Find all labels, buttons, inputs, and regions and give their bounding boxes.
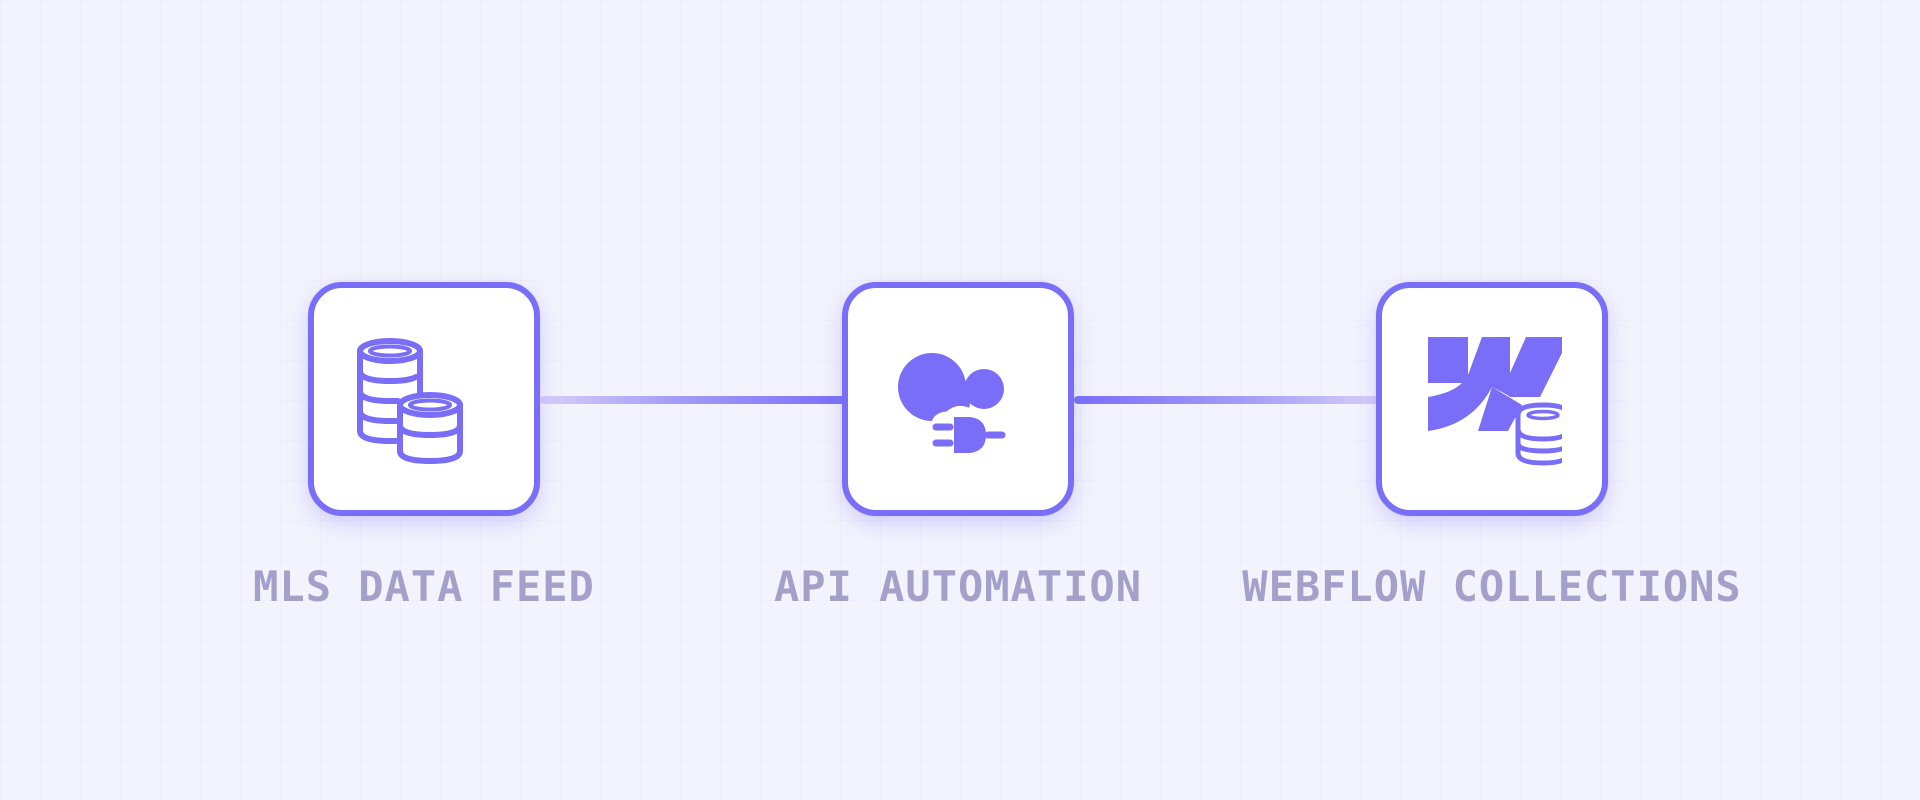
node-api-automation [842,282,1074,516]
node-label-webflow-collections: WEBFLOW COLLECTIONS [1242,562,1742,611]
webflow-database-icon [1428,337,1562,469]
connector-mls-to-api [540,396,846,404]
database-stack-icon [357,338,463,464]
node-mls-data-feed [308,282,540,516]
connector-api-to-webflow [1074,396,1380,404]
node-label-mls-data-feed: MLS DATA FEED [253,562,595,611]
node-label-api-automation: API AUTOMATION [773,562,1142,611]
cloud-plug-icon [898,353,1006,457]
node-webflow-collections [1376,282,1608,516]
